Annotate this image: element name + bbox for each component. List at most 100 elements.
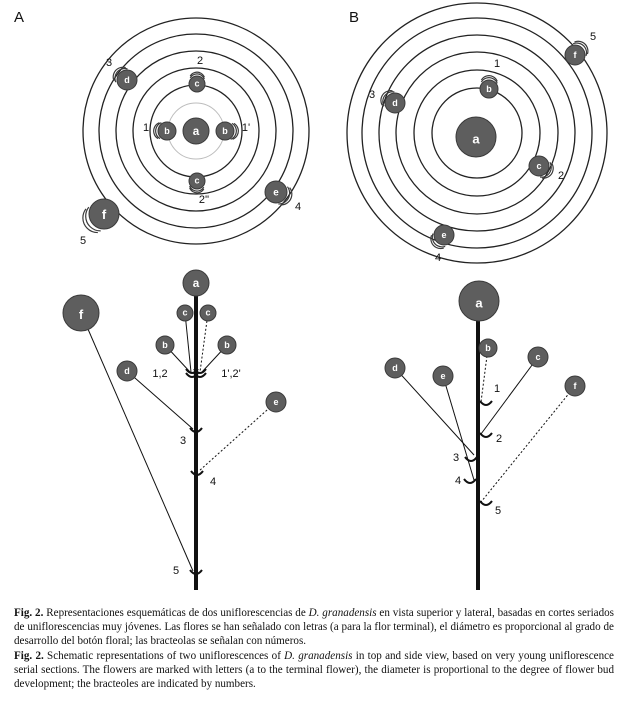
side-a-flower-c1: c xyxy=(176,304,194,322)
top-a-flower-label: e xyxy=(273,188,279,199)
top-a-bract-arc xyxy=(153,121,172,141)
side-b-bract-mark xyxy=(479,432,493,438)
side-b-flower-c: c xyxy=(527,346,549,368)
top-b-flower-d: d xyxy=(380,90,406,114)
panel-label-a: A xyxy=(14,9,24,26)
caption-en-fig: Fig. 2. xyxy=(14,649,44,662)
top-b-flower-b: b xyxy=(479,75,499,99)
side-b-bracteole-n1: 1 xyxy=(494,383,500,395)
top-b-flower-disc xyxy=(433,224,455,246)
top-a-bract-arc xyxy=(85,200,116,232)
caption-en-species: D. granadensis xyxy=(284,649,353,662)
top-a-flower-f: f xyxy=(82,198,120,234)
top-a-bract-arc xyxy=(188,73,206,91)
caption-es-fig: Fig. 2. xyxy=(14,607,44,619)
top-a-flower-label: f xyxy=(102,207,107,222)
top-b-bracteole-n3: 3 xyxy=(369,89,375,101)
top-a-flower-label: a xyxy=(193,125,200,138)
top-a-flower-disc xyxy=(188,75,206,93)
side-a-flower-a: a xyxy=(182,269,210,297)
side-b-flower-e: e xyxy=(432,365,454,387)
top-a-bracteole-n2: 2 xyxy=(197,55,203,67)
top-b-flower-label: c xyxy=(536,161,541,171)
caption-spanish: Fig. 2. Representaciones esquemáticas de… xyxy=(14,606,614,649)
top-a-flower-b_right: b xyxy=(215,121,239,141)
side-b-flower-disc xyxy=(478,338,498,358)
top-a-bract-arc xyxy=(269,182,293,206)
side-a-bract-mark xyxy=(185,368,199,374)
top-a-flower-disc xyxy=(182,117,210,145)
top-b-flower-disc xyxy=(455,116,497,158)
side-b-flower-disc xyxy=(384,357,406,379)
top-a-flower-disc xyxy=(188,172,206,190)
side-b-flower-label: f xyxy=(574,381,578,391)
side-a-flower-disc xyxy=(116,360,138,382)
top-a-bracteole-n1p: 1' xyxy=(242,122,250,134)
side-b-bract-mark xyxy=(463,478,477,484)
side-b-flower-b: b xyxy=(478,338,498,358)
side-b-flower-label: c xyxy=(535,352,540,362)
top-b-bract-arc xyxy=(430,228,452,250)
figure-caption: Fig. 2. Representaciones esquemáticas de… xyxy=(14,606,614,691)
top-a-flower-disc xyxy=(157,121,177,141)
top-a-bract-arc xyxy=(188,71,206,89)
side-a-flower-label: e xyxy=(273,397,278,407)
side-a-flower-b1: b xyxy=(155,335,175,355)
side-b-bract-mark xyxy=(464,456,478,462)
side-b-flower-label: a xyxy=(475,295,483,310)
side-a-flower-label: b xyxy=(224,340,230,350)
side-a-flower-disc xyxy=(265,391,287,413)
side-a-flower-label: b xyxy=(162,340,168,350)
panel-label-b: B xyxy=(349,9,359,26)
side-b-flower-label: d xyxy=(392,363,398,373)
top-a-flower-disc xyxy=(116,69,138,91)
top-a-flower-b_left: b xyxy=(153,121,177,141)
caption-en-text2: in top and side view, based on very youn… xyxy=(14,649,614,691)
side-a-pedicel-c1 xyxy=(184,312,192,373)
side-a-bracteole-n12: 1,2 xyxy=(152,368,167,380)
side-b-bract-mark xyxy=(479,400,493,406)
top-b-bracteole-n4: 4 xyxy=(435,252,441,264)
side-a-bracteole-n3: 3 xyxy=(180,435,186,447)
top-a-flower-disc xyxy=(215,121,235,141)
caption-es-species: D. granadensis xyxy=(308,607,377,619)
top-b-bract-arc xyxy=(566,42,588,64)
top-a-flower-c_top: c xyxy=(188,71,206,93)
top-a-flower-label: d xyxy=(124,75,130,85)
top-a-bracteole-n2pp: 2'' xyxy=(199,194,209,206)
side-a-bract-mark xyxy=(185,372,199,378)
top-b-flower-disc xyxy=(479,79,499,99)
side-b-flower-disc xyxy=(458,280,500,322)
top-a-bract-arc xyxy=(188,176,206,194)
concentric-rings-b xyxy=(346,2,608,264)
top-a-bracteole-n1: 1 xyxy=(143,122,149,134)
side-b-flower-label: e xyxy=(440,371,445,381)
side-a-flower-e: e xyxy=(265,391,287,413)
top-b-flower-disc xyxy=(528,155,550,177)
side-b-flower-label: b xyxy=(485,343,491,353)
side-a-bract-mark xyxy=(190,470,204,476)
side-a-flower-disc xyxy=(199,304,217,322)
top-a-flower-label: c xyxy=(194,176,199,186)
top-b-bract-arc xyxy=(382,91,404,112)
side-a-flower-c2: c xyxy=(199,304,217,322)
top-b-flower-c: c xyxy=(528,155,554,179)
top-b-bract-arc xyxy=(567,40,589,62)
caption-en-text1: Schematic representations of two uniflor… xyxy=(43,649,285,662)
side-a-pedicel-f xyxy=(80,312,194,572)
top-b-flower-label: f xyxy=(574,50,578,60)
top-a-bract-arc xyxy=(82,202,113,234)
top-a-bract-arc xyxy=(218,121,237,141)
side-a-bract-mark xyxy=(193,368,207,374)
top-b-bracteole-n1: 1 xyxy=(494,58,500,70)
side-a-bracteole-n4: 4 xyxy=(210,476,216,488)
top-b-bract-arc xyxy=(380,90,402,111)
caption-es-text2: en vista superior y lateral, basadas en … xyxy=(14,607,614,648)
top-b-bract-arc xyxy=(531,156,552,178)
side-a-pedicel-d xyxy=(126,370,194,430)
side-a-flower-disc xyxy=(217,335,237,355)
top-b-bracteole-n5: 5 xyxy=(590,31,596,43)
side-a-flower-label: a xyxy=(193,277,200,290)
